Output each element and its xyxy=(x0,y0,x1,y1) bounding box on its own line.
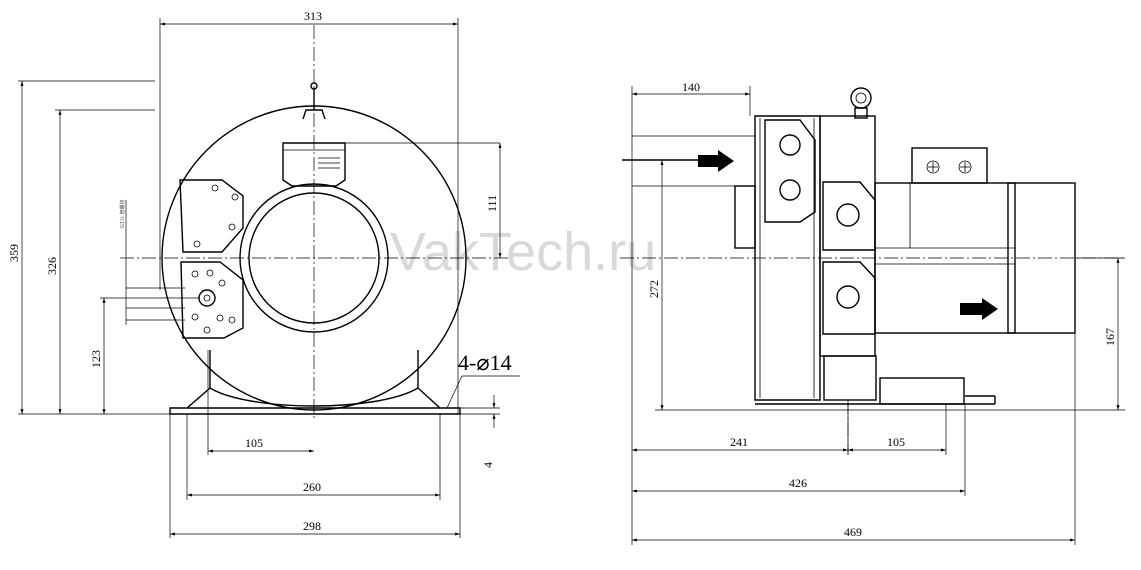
bolt-hole xyxy=(206,269,214,277)
dim-label-469: 469 xyxy=(844,525,862,539)
front-view: 313 359 326 111 123 G1½ 管螺纹 105 260 xyxy=(7,9,520,538)
lifting-eye-side xyxy=(850,87,872,109)
port-hole-center xyxy=(203,294,211,302)
bolt-hole xyxy=(193,240,201,248)
dim-label-123: 123 xyxy=(89,350,103,368)
outlet-port-2 xyxy=(836,285,860,309)
dim-label-272: 272 xyxy=(647,280,661,298)
bolt-hole xyxy=(216,314,224,322)
blower-foot xyxy=(823,355,877,401)
lifting-eye-hole xyxy=(855,92,867,104)
dim-label-313: 313 xyxy=(304,9,322,23)
dim-label-426: 426 xyxy=(789,476,807,490)
bolt-hole xyxy=(211,184,219,192)
dim-label-4: 4 xyxy=(481,462,495,468)
motor-foot xyxy=(879,377,965,405)
dim-label-105-front: 105 xyxy=(245,436,263,450)
port-hole xyxy=(198,289,216,307)
silencer-mid xyxy=(822,181,876,251)
thread-label: G1½ 管螺纹 xyxy=(119,200,126,229)
terminal-box xyxy=(911,147,988,184)
dim-label-359: 359 xyxy=(7,244,21,262)
bolt-hole xyxy=(191,313,199,321)
blower-cover xyxy=(819,115,876,357)
dim-label-260: 260 xyxy=(303,480,321,494)
silencer-left xyxy=(764,119,816,223)
dim-label-241: 241 xyxy=(730,435,748,449)
inlet-flow-arrow xyxy=(698,150,734,172)
inlet-stub xyxy=(734,185,756,249)
housing-bottom-curve xyxy=(209,387,419,407)
bolt-hole xyxy=(228,223,236,231)
blower-side-body xyxy=(754,115,821,401)
bolt-hole xyxy=(218,279,226,287)
dim-label-105-side: 105 xyxy=(887,435,905,449)
inlet-port-2 xyxy=(779,179,801,201)
bolt-hole xyxy=(203,326,211,334)
hole-callout: 4-⌀14 xyxy=(458,350,512,375)
inlet-port xyxy=(779,134,801,156)
dim-label-167: 167 xyxy=(1103,328,1117,346)
bolt-hole xyxy=(191,270,199,278)
silencer-plate-lower xyxy=(180,261,244,339)
bolt-hole xyxy=(231,193,239,201)
terminal-screw xyxy=(958,160,972,174)
callout-leader xyxy=(446,375,463,409)
dim-label-111: 111 xyxy=(485,195,499,212)
outlet-flow-arrow xyxy=(960,298,998,320)
side-view: 140 272 167 241 105 426 469 xyxy=(620,80,1125,545)
dim-label-326: 326 xyxy=(45,257,59,275)
watermark: VakTech.ru xyxy=(390,222,656,282)
lifting-eye xyxy=(310,82,318,90)
lifting-eye-base xyxy=(854,107,868,119)
dim-label-140: 140 xyxy=(682,80,700,94)
outlet-port xyxy=(836,203,860,227)
silencer-low xyxy=(822,261,876,335)
silencer-plate-upper xyxy=(179,179,244,253)
inlet-opening-inner xyxy=(248,192,380,324)
dim-label-298: 298 xyxy=(303,519,321,533)
inlet-opening-outer xyxy=(239,183,389,333)
terminal-screw xyxy=(926,160,940,174)
lifting-bracket xyxy=(302,109,326,120)
bolt-hole xyxy=(228,316,236,324)
base-frame xyxy=(169,350,461,415)
